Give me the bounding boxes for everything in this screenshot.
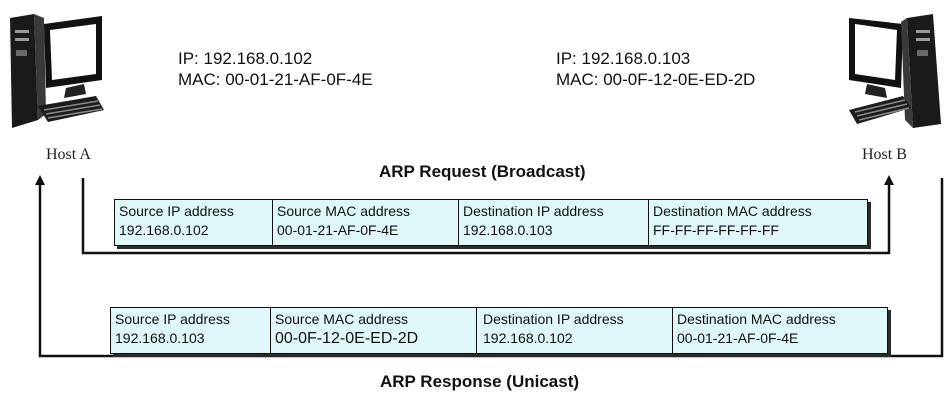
field-value: 00-0F-12-0E-ED-2D	[275, 330, 419, 347]
arp-response-packet: Source IP address 192.168.0.103 Source M…	[110, 307, 888, 354]
field-name: Destination IP address	[483, 311, 624, 327]
field-value: 192.168.0.103	[463, 222, 553, 238]
response-field-destination-mac: Destination MAC address 00-01-21-AF-0F-4…	[673, 308, 887, 353]
request-field-source-mac: Source MAC address 00-01-21-AF-0F-4E	[273, 200, 459, 245]
request-field-destination-ip: Destination IP address 192.168.0.103	[459, 200, 649, 245]
field-name: Destination MAC address	[653, 203, 812, 219]
field-value: 00-01-21-AF-0F-4E	[677, 330, 799, 346]
field-name: Destination MAC address	[677, 311, 836, 327]
response-caption: ARP Response (Unicast)	[380, 372, 580, 391]
host-a-computer-icon	[10, 14, 104, 128]
host-a-mac: MAC: 00-01-21-AF-0F-4E	[178, 70, 373, 89]
field-name: Destination IP address	[463, 203, 604, 219]
arp-request-packet: Source IP address 192.168.0.102 Source M…	[114, 199, 868, 246]
host-b-computer-icon	[849, 14, 941, 128]
host-a-address: IP: 192.168.0.102 MAC: 00-01-21-AF-0F-4E	[178, 48, 373, 90]
response-field-source-ip: Source IP address 192.168.0.103	[111, 308, 271, 353]
host-b-mac: MAC: 00-0F-12-0E-ED-2D	[556, 70, 756, 89]
field-value: FF-FF-FF-FF-FF-FF	[653, 222, 779, 238]
request-path	[81, 175, 894, 255]
host-b-label: Host B	[862, 146, 907, 163]
request-field-source-ip: Source IP address 192.168.0.102	[115, 200, 273, 245]
field-value: 192.168.0.103	[115, 330, 205, 346]
field-name: Source MAC address	[275, 311, 409, 327]
field-value: 00-01-21-AF-0F-4E	[277, 222, 399, 238]
field-name: Source IP address	[119, 203, 234, 219]
request-field-destination-mac: Destination MAC address FF-FF-FF-FF-FF-F…	[649, 200, 867, 245]
field-name: Source IP address	[115, 311, 230, 327]
field-name: Source MAC address	[277, 203, 411, 219]
host-b-ip: IP: 192.168.0.103	[556, 49, 691, 68]
request-caption: ARP Request (Broadcast)	[379, 162, 586, 181]
response-field-source-mac: Source MAC address 00-0F-12-0E-ED-2D	[271, 308, 477, 353]
host-b-address: IP: 192.168.0.103 MAC: 00-0F-12-0E-ED-2D	[556, 48, 755, 90]
field-value: 192.168.0.102	[483, 330, 573, 346]
field-value: 192.168.0.102	[119, 222, 209, 238]
host-a-ip: IP: 192.168.0.102	[178, 49, 313, 68]
response-field-destination-ip: Destination IP address 192.168.0.102	[477, 308, 673, 353]
host-a-label: Host A	[46, 146, 91, 163]
response-path	[35, 175, 944, 358]
